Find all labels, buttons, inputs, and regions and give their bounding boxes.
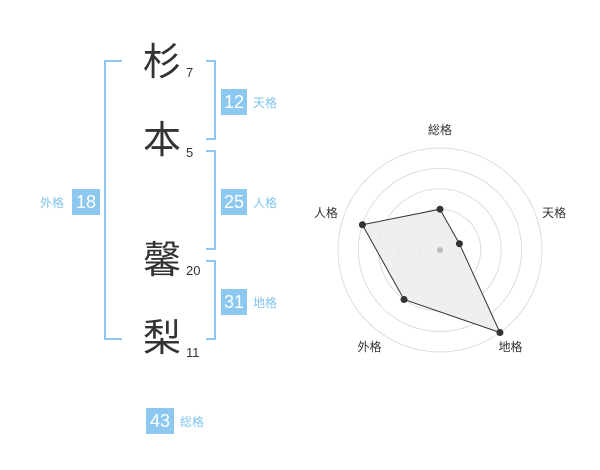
stroke-count-4: 11 xyxy=(186,345,200,360)
gaikaku-label: 外格 xyxy=(40,196,65,210)
name-char-1: 杉 xyxy=(142,40,181,84)
jinkaku-label: 人格 xyxy=(253,196,278,210)
radar-center-dot xyxy=(437,247,443,253)
stroke-count-1: 7 xyxy=(186,65,194,80)
tenkaku-bracket xyxy=(206,60,216,140)
name-char-2: 本 xyxy=(142,118,181,162)
radar-axis-label-4: 外格 xyxy=(357,339,381,354)
radar-axis-label-3: 地格 xyxy=(499,339,523,354)
radar-grid-ring-5 xyxy=(337,147,543,353)
tenkaku-label: 天格 xyxy=(253,96,278,110)
radar-grid-ring-4 xyxy=(357,167,523,333)
radar-axis-label-1: 総格 xyxy=(428,122,452,137)
radar-point-1 xyxy=(436,205,444,213)
jinkaku-value: 25 xyxy=(221,189,247,215)
chikaku-label: 地格 xyxy=(253,296,278,310)
tenkaku-value: 12 xyxy=(221,89,247,115)
name-char-3: 馨 xyxy=(142,238,181,282)
chikaku-value: 31 xyxy=(221,289,247,315)
name-char-4: 梨 xyxy=(142,316,181,360)
chikaku-bracket xyxy=(206,260,216,340)
radar-axis-label-2: 天格 xyxy=(542,205,566,220)
radar-point-3 xyxy=(496,329,504,337)
radar-point-5 xyxy=(358,221,366,229)
gaikaku-bracket xyxy=(104,60,122,340)
radar-point-2 xyxy=(455,240,463,248)
radar-point-4 xyxy=(400,296,408,304)
soukaku-label: 総格 xyxy=(180,415,205,429)
stroke-count-2: 5 xyxy=(186,145,194,160)
radar-axis-label-5: 人格 xyxy=(314,205,338,220)
jinkaku-bracket xyxy=(206,150,216,250)
radar-data-polygon xyxy=(361,208,501,334)
soukaku-value: 43 xyxy=(146,408,174,434)
stroke-count-3: 20 xyxy=(186,263,201,278)
gaikaku-value: 18 xyxy=(72,189,100,215)
